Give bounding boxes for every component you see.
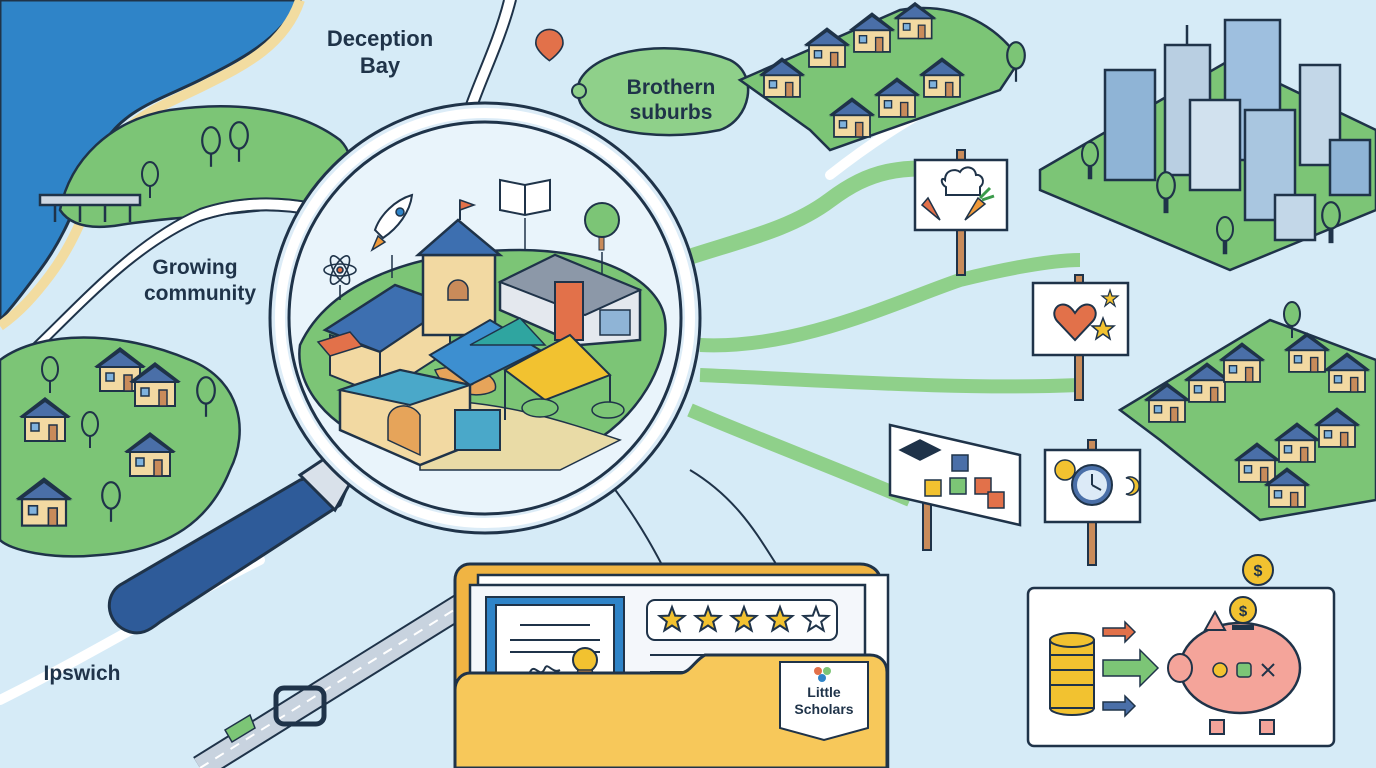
coins-piggy-bank-icon: $ $ [1049, 554, 1302, 735]
brothern-suburbs-badge [576, 47, 750, 137]
highway [193, 588, 477, 768]
tree-icon [584, 202, 620, 275]
connector-paths [599, 160, 1081, 601]
city-towers [1080, 18, 1372, 255]
hours-signboard [1043, 439, 1142, 566]
jetty [38, 193, 142, 222]
childcare-centre-scene [298, 178, 667, 471]
brand-line-2: Scholars [794, 701, 853, 717]
nutrition-signboard [913, 149, 1009, 276]
care-signboard [1031, 274, 1130, 401]
heart-stars-icon [1053, 288, 1120, 342]
magnifying-glass-icon [107, 101, 702, 635]
star-filled-icon [656, 604, 688, 633]
graduation-cap-blocks-icon [898, 439, 1005, 509]
ipswich-label: Ipswich [43, 662, 120, 685]
atom-icon [323, 255, 357, 300]
sun-clock-moon-icon [1054, 459, 1140, 506]
star-filled-icon [728, 604, 760, 633]
location-pin-icon [535, 28, 564, 62]
education-signboard [888, 423, 1022, 551]
growing-community-label-2: community [144, 282, 256, 305]
rocket-icon [370, 193, 414, 278]
brothern-suburbs-label-2: suburbs [630, 101, 713, 124]
svg-text:$: $ [1239, 603, 1248, 620]
deception-bay-label-2: Bay [360, 53, 401, 78]
star-rating [646, 599, 838, 641]
svg-text:$: $ [1254, 563, 1263, 580]
little-scholars-badge: Little Scholars [779, 661, 869, 742]
growing-community-label-1: Growing [152, 256, 237, 279]
book-icon [499, 178, 551, 250]
chef-hat-carrot-icon [920, 166, 995, 221]
star-filled-icon [692, 604, 724, 633]
star-filled-icon [764, 604, 796, 633]
savings-panel: $ $ [1026, 554, 1336, 748]
deception-bay-label-1: Deception [327, 26, 433, 51]
provider-folder: Little Scholars [453, 562, 890, 768]
star-empty-icon [800, 604, 832, 633]
brand-line-1: Little [807, 684, 841, 700]
brothern-suburbs-label-1: Brothern [627, 76, 716, 99]
